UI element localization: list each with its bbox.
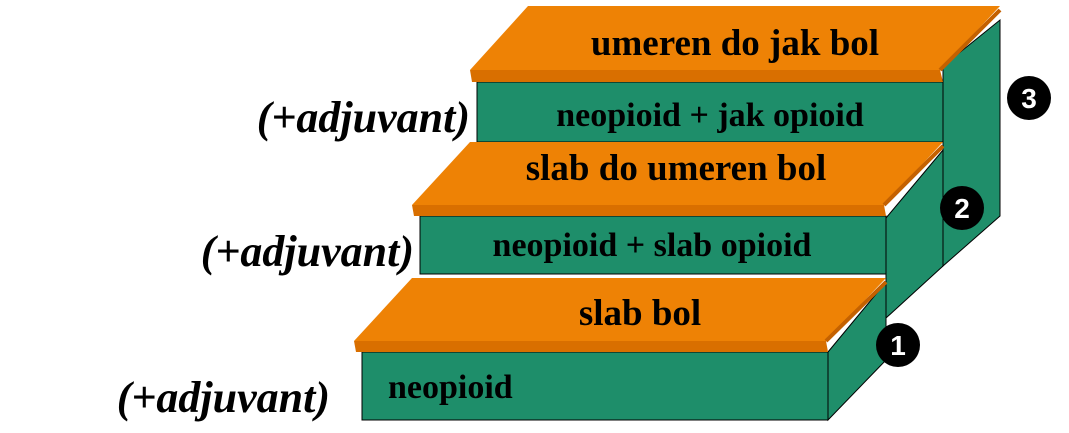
step-3-top-label: umeren do jak bol xyxy=(591,23,879,64)
step-1-top-label: slab bol xyxy=(579,293,701,334)
step-2-top-edge xyxy=(412,205,886,216)
step-3-top xyxy=(470,6,1000,70)
step-1-front-label: neopioid xyxy=(388,369,513,406)
step-2-number: 2 xyxy=(954,193,970,224)
step-3-top-edge xyxy=(470,70,943,82)
step-3-front xyxy=(476,81,944,143)
step-1-number: 1 xyxy=(890,330,906,361)
step-3-number-badge: 3 xyxy=(1007,76,1051,120)
step-3-front-label: neopioid + jak opioid xyxy=(556,97,864,134)
step-1-front xyxy=(361,351,829,421)
step-2-front xyxy=(419,215,887,275)
step-3-adjuvant-label: (+adjuvant) xyxy=(257,93,470,142)
step-1-top xyxy=(354,278,886,341)
step-2-front-label: neopioid + slab opioid xyxy=(493,227,812,264)
step-2: slab do umeren bol neopioid + slab opioi… xyxy=(412,142,945,320)
step-1-number-badge: 1 xyxy=(876,323,920,367)
step-1-top-edge xyxy=(354,341,828,352)
step-2-top-label: slab do umeren bol xyxy=(526,148,827,189)
step-2-number-badge: 2 xyxy=(940,186,984,230)
step-1: slab bol neopioid xyxy=(354,278,888,422)
step-2-top xyxy=(412,142,943,205)
step-1-adjuvant-label: (+adjuvant) xyxy=(117,373,330,422)
step-3: umeren do jak bol neopioid + jak opioid xyxy=(470,6,1002,268)
step-3-number: 3 xyxy=(1021,83,1037,114)
step-2-adjuvant-label: (+adjuvant) xyxy=(201,227,414,276)
